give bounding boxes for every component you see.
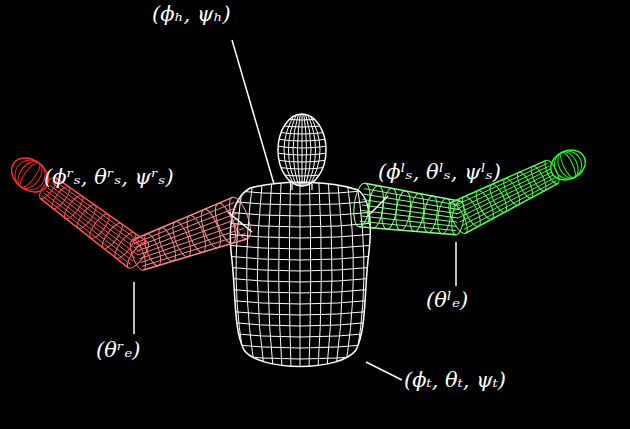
- leader-lines: [134, 40, 456, 380]
- mesh-line: [138, 218, 240, 255]
- mesh-line: [139, 223, 242, 259]
- right-upper-arm: [127, 195, 254, 272]
- leader-line: [366, 362, 402, 380]
- angle-label: (ϕʳₛ, θʳₛ, ψʳₛ): [44, 165, 174, 190]
- angle-label: (θˡₑ): [426, 288, 468, 313]
- angle-label: (ϕₕ, ψₕ): [152, 2, 231, 27]
- head-outline: [278, 114, 326, 186]
- mesh-line: [247, 180, 256, 375]
- mesh-line: [361, 210, 457, 222]
- leader-line: [455, 242, 457, 286]
- leader-line: [368, 196, 388, 216]
- mesh-line: [268, 180, 274, 375]
- mesh-line: [558, 150, 578, 179]
- angle-label: (ϕₜ, θₜ, ψₜ): [404, 368, 506, 393]
- mesh-line: [48, 188, 138, 255]
- mesh-line: [135, 208, 236, 248]
- angle-label: (ϕˡₛ, θˡₛ, ψˡₛ): [378, 160, 501, 185]
- mesh-line: [365, 183, 460, 201]
- mesh-line: [554, 148, 582, 181]
- mesh-line: [134, 202, 234, 243]
- mesh-line: [305, 112, 311, 188]
- torso-mesh: [225, 180, 375, 375]
- mesh-line: [54, 180, 145, 245]
- right-forearm: [37, 175, 152, 271]
- mesh-line: [52, 183, 143, 249]
- leader-line: [228, 212, 252, 232]
- mesh-line: [302, 112, 303, 188]
- left-hand: [546, 145, 591, 186]
- head-mesh: [276, 112, 328, 188]
- mesh-line: [293, 112, 299, 188]
- mesh-line: [464, 181, 557, 230]
- angle-label: (θʳₑ): [96, 338, 140, 363]
- mesh-line: [257, 180, 264, 375]
- mesh-line: [141, 228, 244, 262]
- arms: [5, 145, 590, 272]
- neck: [292, 184, 312, 190]
- mesh-line: [300, 180, 301, 375]
- mesh-line: [465, 184, 557, 234]
- mesh-line: [13, 157, 47, 193]
- mesh-line: [309, 180, 311, 375]
- mesh-line: [143, 239, 247, 270]
- leader-line: [133, 282, 135, 334]
- mesh-line: [359, 227, 456, 235]
- mesh-line: [318, 180, 322, 375]
- mesh-line: [298, 112, 301, 188]
- mesh-line: [17, 160, 43, 190]
- mesh-line: [360, 221, 457, 230]
- mesh-line: [289, 180, 291, 375]
- mesh-line: [133, 197, 233, 240]
- mesh-line: [50, 185, 140, 251]
- mesh-line: [550, 146, 587, 183]
- mesh-line: [279, 180, 283, 375]
- leader-line: [232, 40, 274, 184]
- mesh-line: [546, 145, 591, 186]
- torso-outline: [230, 182, 370, 366]
- mesh-line: [361, 216, 457, 227]
- mesh-line: [335, 180, 342, 375]
- mesh-line: [462, 178, 555, 226]
- mesh-line: [304, 112, 307, 188]
- mesh-line: [326, 180, 332, 375]
- mesh-line: [344, 180, 353, 375]
